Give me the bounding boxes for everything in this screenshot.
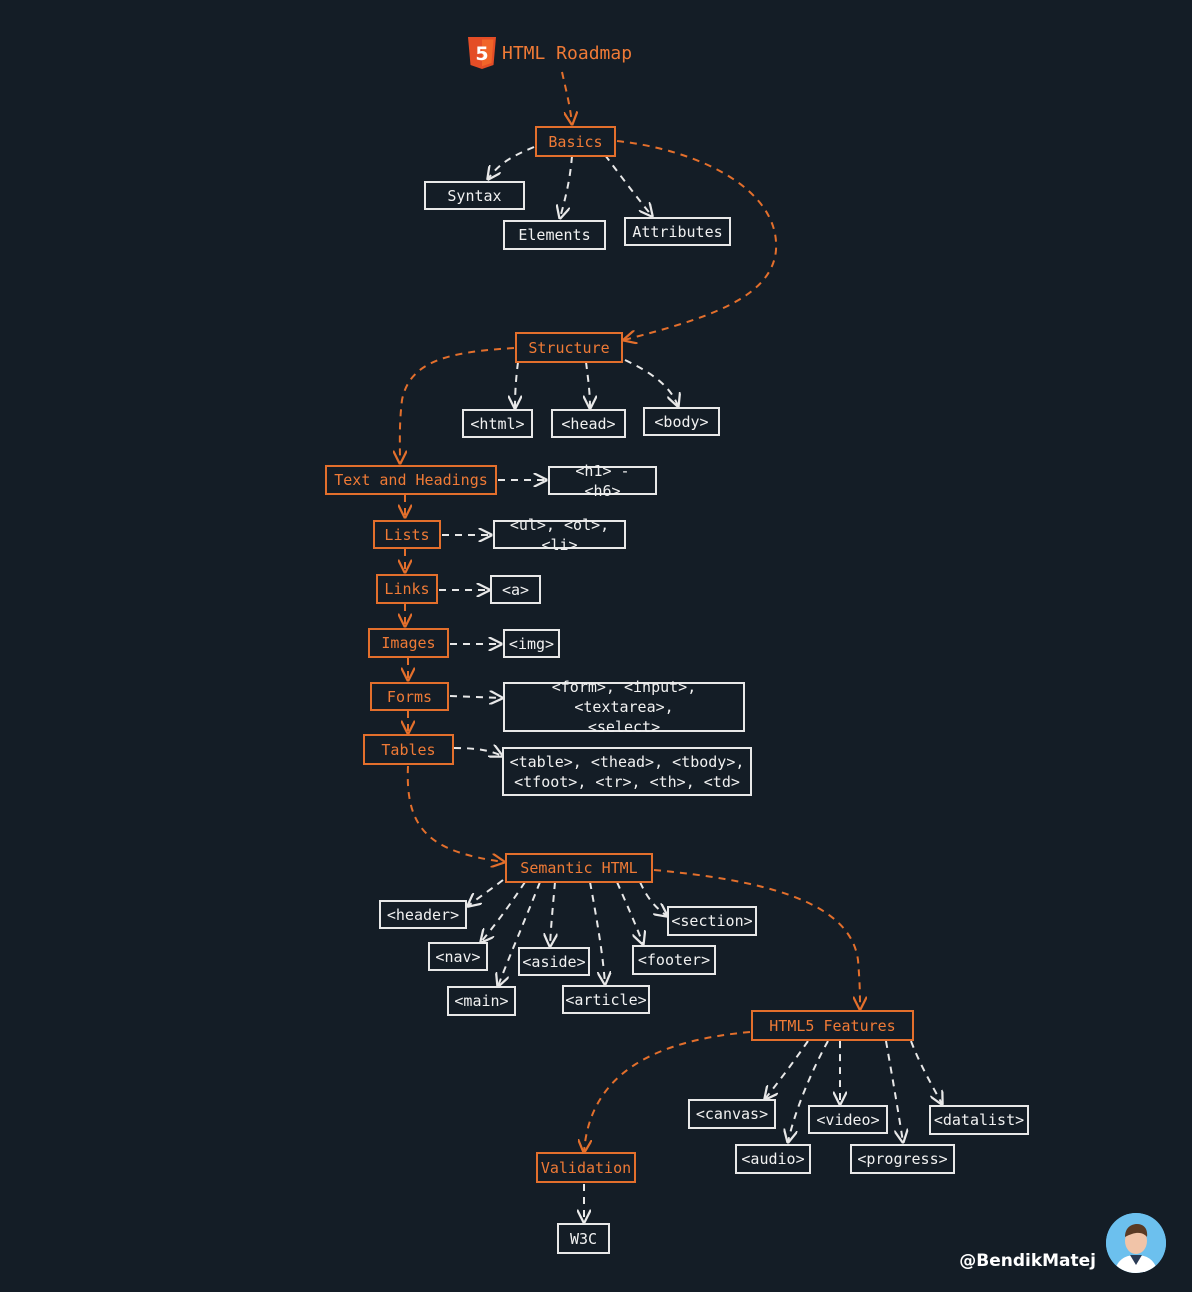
edge-semantic-html5 (653, 869, 860, 1009)
edge-html5-validation (584, 1031, 751, 1152)
node-canvas-tag[interactable]: <canvas> (688, 1099, 776, 1129)
avatar-photo (1106, 1213, 1166, 1273)
node-table-tags[interactable]: <table>, <thead>, <tbody>, <tfoot>, <tr>… (502, 747, 752, 796)
node-a-tag[interactable]: <a> (490, 575, 541, 604)
node-forms[interactable]: Forms (370, 682, 449, 711)
node-syntax[interactable]: Syntax (424, 181, 525, 210)
node-list-tags[interactable]: <ul>, <ol>, <li> (493, 516, 626, 554)
node-footer-tag[interactable]: <footer> (632, 945, 716, 975)
edge-tables-semantic (406, 765, 504, 862)
node-audio-tag[interactable]: <audio> (735, 1144, 811, 1174)
node-datalist-tag[interactable]: <datalist> (929, 1105, 1029, 1135)
node-validation[interactable]: Validation (536, 1152, 636, 1183)
node-img-tag[interactable]: <img> (503, 629, 560, 658)
node-images[interactable]: Images (368, 628, 449, 658)
node-body-tag[interactable]: <body> (643, 407, 720, 436)
node-structure[interactable]: Structure (515, 332, 623, 363)
node-h1-h6[interactable]: <h1> - <h6> (548, 462, 657, 500)
avatar (1106, 1213, 1166, 1273)
svg-text:5: 5 (475, 43, 488, 65)
node-html5-features[interactable]: HTML5 Features (751, 1010, 914, 1041)
node-nav-tag[interactable]: <nav> (428, 942, 488, 971)
node-html-tag[interactable]: <html> (462, 409, 533, 438)
node-video-tag[interactable]: <video> (808, 1105, 888, 1134)
node-text-and-headings[interactable]: Text and Headings (325, 465, 497, 495)
roadmap-title: 5 HTML Roadmap (468, 36, 632, 70)
node-main-tag[interactable]: <main> (447, 986, 516, 1016)
edge-structure-text (400, 347, 515, 463)
node-basics[interactable]: Basics (535, 126, 616, 157)
author-handle: @BendikMatej (959, 1251, 1096, 1271)
title-text: HTML Roadmap (502, 42, 633, 64)
node-section-tag[interactable]: <section> (667, 906, 757, 936)
node-attributes[interactable]: Attributes (624, 217, 731, 246)
node-aside-tag[interactable]: <aside> (518, 947, 590, 976)
edge-basics-structure (616, 140, 778, 340)
node-article-tag[interactable]: <article> (562, 985, 650, 1014)
node-head-tag[interactable]: <head> (551, 409, 626, 438)
node-links[interactable]: Links (376, 574, 438, 604)
node-progress-tag[interactable]: <progress> (850, 1144, 955, 1174)
html5-logo-icon: 5 (468, 37, 496, 69)
node-lists[interactable]: Lists (373, 520, 441, 549)
node-header-tag[interactable]: <header> (379, 900, 467, 929)
node-semantic-html[interactable]: Semantic HTML (505, 853, 653, 883)
node-form-tags[interactable]: <form>, <input>, <textarea>, <select> (503, 678, 745, 736)
edge-title-basics (561, 71, 572, 124)
node-tables[interactable]: Tables (363, 734, 454, 765)
node-w3c[interactable]: W3C (557, 1223, 610, 1254)
node-elements[interactable]: Elements (503, 220, 606, 250)
